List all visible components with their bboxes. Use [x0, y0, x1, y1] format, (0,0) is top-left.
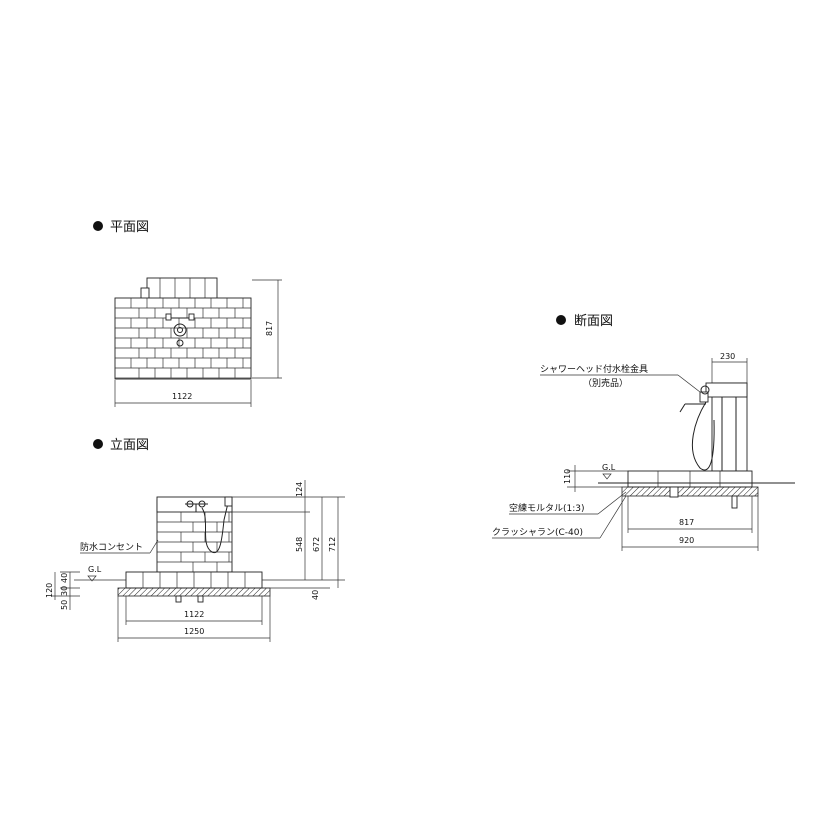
elevation-view: 立面図 防水コンセント G.L [45, 438, 345, 642]
elev-left-dims: 40 120 30 50 [45, 571, 80, 610]
plan-dim-depth: 817 [252, 279, 282, 379]
sec-faucet-note: （別売品） [583, 377, 628, 389]
elev-brick-grid [157, 512, 232, 572]
elev-gl-marker: G.L [74, 565, 126, 582]
section-title: 断面図 [574, 314, 613, 329]
elev-outlet-label: 防水コンセント [80, 541, 143, 553]
elev-faucet [185, 496, 233, 554]
elev-gl-label: G.L [88, 565, 102, 574]
elev-dim-50-left: 50 [60, 600, 69, 610]
sec-dim-920: 920 [679, 536, 694, 545]
section-view: 断面図 230 シャワーヘッド付水栓金具 （別売品） [492, 314, 795, 551]
plan-title-bullet [93, 221, 103, 231]
plan-body [114, 297, 252, 380]
elev-dim-1122: 1122 [184, 610, 204, 619]
plan-faucet-group [165, 313, 195, 347]
elev-dim-548: 548 [295, 537, 304, 552]
sec-mortar-label: 空練モルタル(1:3) [509, 502, 585, 514]
elev-bottom-dims: 1122 1250 [117, 596, 271, 642]
plan-brick-grid [115, 298, 251, 379]
plan-dim-width-label: 1122 [172, 392, 192, 401]
plan-view: 平面図 1122 8 [93, 220, 282, 407]
plan-title: 平面図 [110, 220, 149, 235]
sec-column [711, 382, 748, 472]
elev-dim-1250: 1250 [184, 627, 204, 636]
elev-dim-40-left: 40 [60, 573, 69, 583]
sec-faucet-label: シャワーヘッド付水栓金具 [540, 363, 648, 375]
sec-faucet [679, 385, 715, 471]
sec-dim-817: 817 [679, 518, 694, 527]
elev-dim-672: 672 [312, 537, 321, 552]
elev-title: 立面図 [110, 438, 149, 453]
sec-dim-110: 110 [563, 469, 572, 484]
elev-dim-40-bottom: 40 [311, 590, 320, 600]
elev-dim-120-left: 120 [45, 583, 54, 598]
elev-dim-124: 124 [295, 482, 304, 497]
sec-foundation [621, 486, 759, 497]
section-title-bullet [556, 315, 566, 325]
sec-dim-230: 230 [720, 352, 735, 361]
elev-right-dims: 124 548 672 712 40 [232, 480, 345, 600]
sec-crusher-label: クラッシャラン(C-40) [492, 527, 583, 538]
elev-dim-712: 712 [328, 537, 337, 552]
elev-base-grid [142, 572, 246, 588]
elev-foundation [117, 587, 271, 597]
sec-gl-label: G.L [602, 463, 616, 472]
elev-dim-30-left: 30 [60, 586, 69, 596]
plan-dim-depth-label: 817 [265, 321, 274, 336]
plan-dim-width: 1122 [114, 380, 252, 407]
elev-title-bullet [93, 439, 103, 449]
